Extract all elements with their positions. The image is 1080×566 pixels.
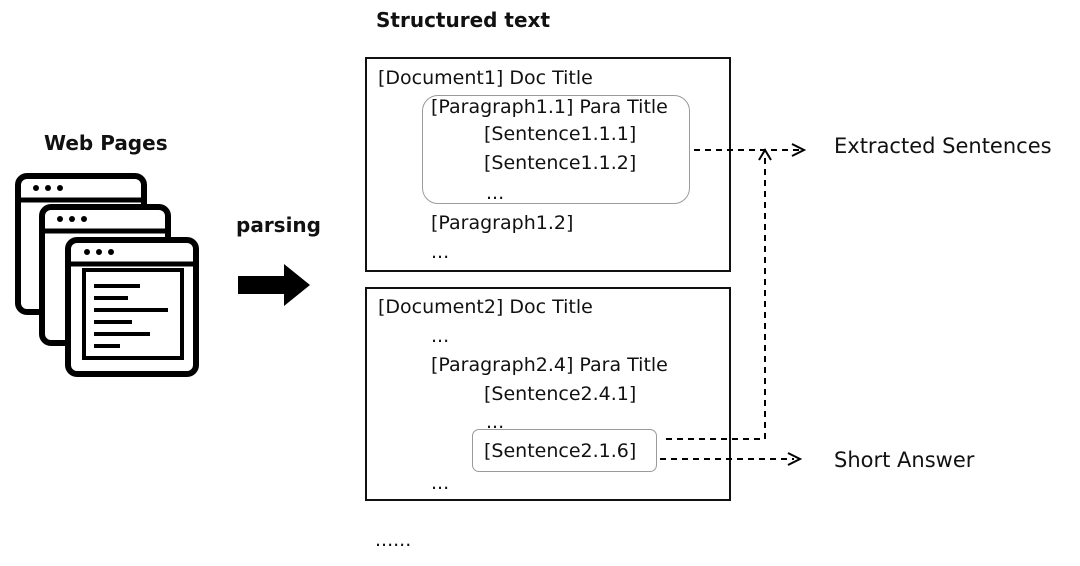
short-answer-arrowhead — [787, 452, 803, 466]
sentence-to-extracted-arrow — [666, 156, 766, 440]
doc2-title: [Document2] Doc Title — [378, 296, 593, 318]
sentence-2-1-6: [Sentence2.1.6] — [484, 440, 637, 462]
doc2-ellipsis-top: ... — [431, 325, 450, 347]
paragraph1-highlight — [422, 95, 690, 204]
document2-box — [365, 287, 731, 501]
doc2-ellipsis-bottom: ... — [431, 472, 450, 494]
sentence-1-1-2: [Sentence1.1.2] — [484, 152, 637, 174]
paragraph1-ellipsis: ... — [486, 182, 505, 204]
short-answer-label: Short Answer — [834, 448, 975, 472]
sentence-1-1-1: [Sentence1.1.1] — [484, 123, 637, 145]
parsing-label: parsing — [236, 213, 321, 237]
extracted-sentences-label: Extracted Sentences — [834, 134, 1052, 158]
paragraph2-4-title: [Paragraph2.4] Para Title — [431, 354, 668, 376]
sentence-2-1-6-highlight — [472, 429, 657, 472]
doc1-ellipsis: ... — [431, 241, 450, 263]
paragraph1-2: [Paragraph1.2] — [431, 212, 574, 234]
document1-box — [365, 57, 731, 272]
paragraph1-1-title: [Paragraph1.1] Para Title — [431, 96, 668, 118]
sentence-2-4-1: [Sentence2.4.1] — [484, 383, 637, 405]
upward-arrowhead — [758, 148, 772, 161]
doc2-ellipsis-mid: ... — [486, 411, 505, 433]
more-documents-ellipsis: ...... — [375, 529, 412, 551]
structured-text-heading: Structured text — [376, 8, 551, 32]
doc1-title: [Document1] Doc Title — [378, 67, 593, 89]
web-pages-label: Web Pages — [44, 131, 168, 155]
extracted-arrowhead — [791, 143, 807, 157]
